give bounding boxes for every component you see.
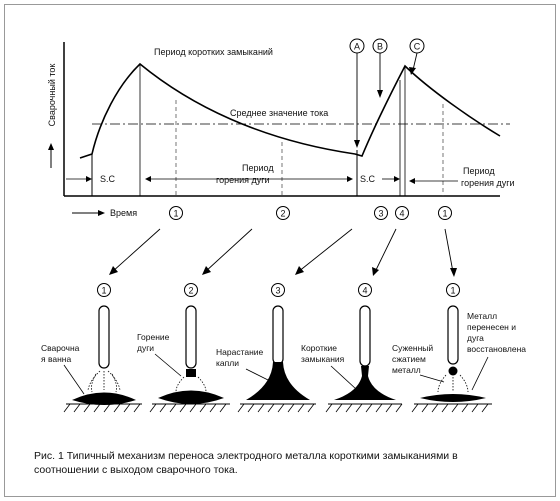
sc-right-arrow-head [394,176,400,182]
stage-2-droplet [186,369,196,377]
stage-3-label-line2: капли [216,358,239,368]
stage-5-arc [437,374,469,393]
timeline-num-5: 1 [438,206,452,220]
timeline-num-1: 1 [169,206,183,220]
marker-c: C [409,38,425,75]
time-axis: Время 1 2 3 4 1 [72,206,452,220]
figure-frame [4,4,556,497]
timeline-num-1-label: 1 [173,209,178,219]
stage-6-label-line4: восстановлена [467,344,526,354]
sc-left-label: S.C [100,174,116,184]
stage-6-label-line2: перенесен и [467,322,516,332]
stage-4: 4 Короткие замыкания [301,283,403,413]
stage-2-electrode [185,305,197,369]
arc-period-arrow-right [347,176,353,182]
marker-b: B [372,38,388,98]
stage-4-label-line1: Короткие [301,343,337,353]
stage-3-number: 3 [275,286,280,296]
y-axis-label: Сварочный ток [47,64,57,127]
stage-5-electrode [447,305,459,365]
marker-a-label: A [354,42,360,52]
marker-c-label: C [414,42,421,52]
average-current-label: Среднее значение тока [230,108,328,118]
stage-1-label-line1: Сварочна [41,343,80,353]
stage-2-number: 2 [188,286,193,296]
stage-5-label-line1: Суженный [392,343,433,353]
current-waveform [79,62,501,159]
stage-5-label-line2: сжатием [392,354,426,364]
stage-1-electrode [98,305,110,369]
short-circuit-period-title: Период коротких замыканий [154,47,273,57]
stage-3-electrode [272,305,284,365]
stage-1-pool [72,392,136,405]
marker-a: A [349,38,365,148]
stage-6-leader [471,356,489,391]
arc-period-line1: Период [242,163,274,173]
stage-1-arc [87,370,121,393]
timeline-num-4: 4 [395,206,409,220]
stage-2-hatch [149,403,227,413]
stage-3-bridge [246,362,310,400]
stage-4-neck [334,366,396,400]
stage-2-label-line2: дуги [137,343,154,353]
stage-1-number: 1 [101,286,106,296]
timeline-num-3: 3 [374,206,388,220]
stage-2-label-line1: Горение [137,332,170,342]
stage-6-label-line3: дуга [467,333,484,343]
timeline-num-5-label: 1 [442,209,447,219]
right-arc-arrow-head [409,178,415,184]
stage-2: 2 Горение дуги [137,283,230,413]
stage-3-label-line1: Нарастание [216,347,264,357]
stage-5: 1 Суженный сжатием металл Металл перенес… [392,283,526,413]
stage-4-label-line2: замыкания [301,354,345,364]
right-arc-period-line1: Период [463,166,495,176]
stage-1-hatch [63,403,141,413]
arc-period-arrow-left [145,176,151,182]
stage-3-leader [245,368,269,381]
right-arc-period-line2: горения дуги [461,178,515,188]
stage-3: 3 Нарастание капли [216,283,316,413]
stage-1-leader [63,364,85,395]
stage-5-droplet [448,366,458,376]
timeline-num-2: 2 [276,206,290,220]
stage-5-label-line3: металл [392,365,421,375]
stage-5-hatch [411,403,489,413]
arc-period-line2: горения дуги [216,175,270,185]
stage-1: 1 Сварочна я ванна [41,283,142,413]
marker-b-label: B [377,42,383,52]
stage-6-label-line1: Металл [467,311,497,321]
caption-line2: соотношении с выходом сварочного тока. [34,464,238,476]
stage-2-arc [175,376,207,393]
stage-3-hatch [237,403,315,413]
time-label: Время [110,208,137,218]
stage-4-electrode [359,305,371,367]
caption-line1: Рис. 1 Типичный механизм переноса электр… [34,450,458,462]
timeline-num-4-label: 4 [399,209,404,219]
time-arrow-head [98,210,105,216]
stage-5-leader [419,374,445,383]
stage-2-pool [158,390,224,404]
timeline-num-2-label: 2 [280,209,285,219]
current-graph: Сварочный ток Среднее значение тока Пери… [47,38,515,197]
timeline-num-3-label: 3 [378,209,383,219]
stage-4-number: 4 [362,286,367,296]
sc-right-label: S.C [360,174,376,184]
stage-4-leader [330,365,357,390]
stage-1-label-line2: я ванна [41,354,72,364]
y-arrow-head [48,143,54,150]
stage-2-leader [154,353,182,377]
stage-connectors [109,228,457,277]
sc-left-arrow-head [86,176,92,182]
stage-4-hatch [325,403,403,413]
stage-5-number: 1 [450,286,455,296]
stage-5-pool [420,394,486,402]
